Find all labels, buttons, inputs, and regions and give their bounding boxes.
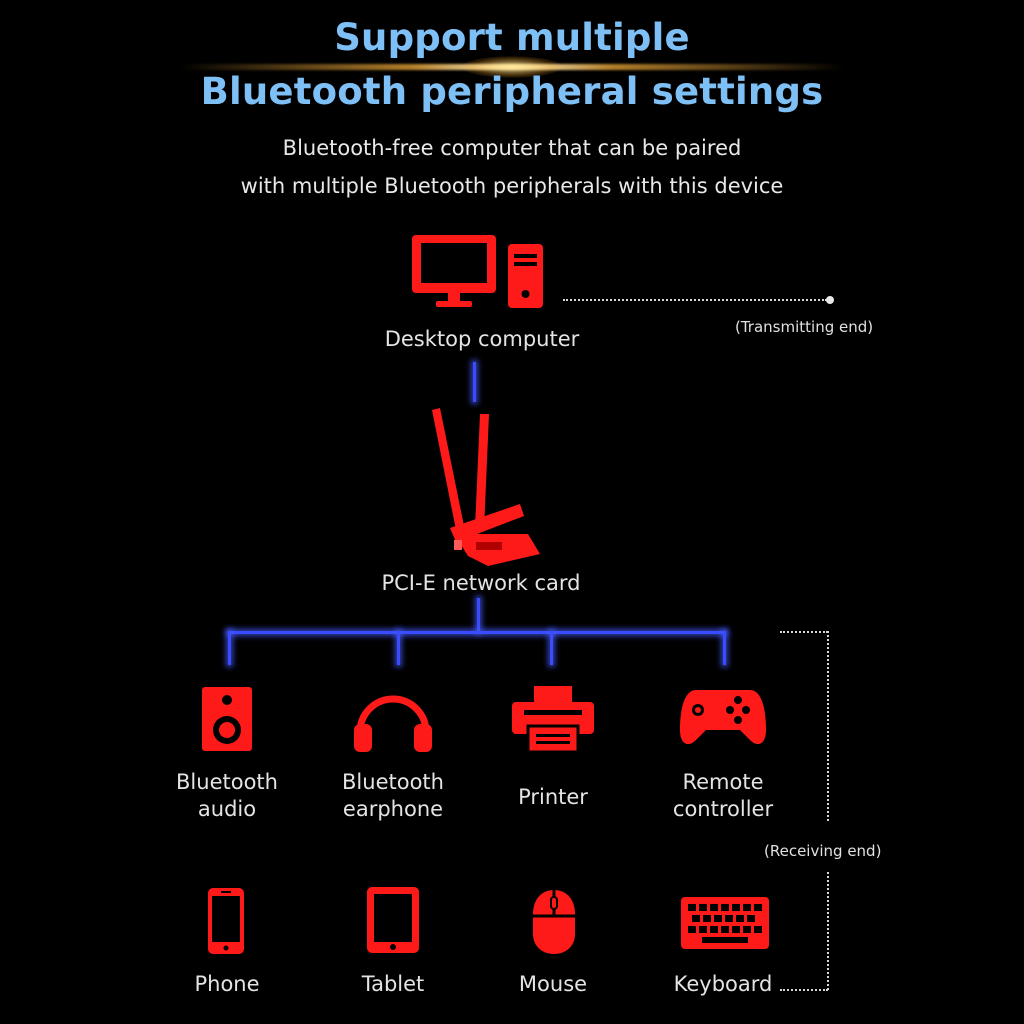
title-glow-core <box>462 56 562 78</box>
tree-drop-3 <box>550 631 553 665</box>
pcie-card-icon <box>432 408 540 566</box>
tree-trunk <box>477 598 480 632</box>
receiver-label-line1: Remote <box>682 770 764 794</box>
receiving-bracket-top <box>780 631 828 633</box>
transmitting-dotted-line <box>563 299 827 301</box>
receiver-label-remote-controller: Remote controller <box>643 769 803 823</box>
subtitle-line1: Bluetooth-free computer that can be pair… <box>282 136 742 160</box>
desktop-computer-icon <box>412 235 543 308</box>
page-title-line1: Support multiple <box>334 16 690 59</box>
receiver-label-line1: Bluetooth <box>342 770 444 794</box>
receiver-label-line2: earphone <box>342 797 444 821</box>
gamepad-icon <box>680 690 766 745</box>
receiving-bracket-lower <box>827 872 829 990</box>
receiver-label-mouse: Mouse <box>518 972 588 996</box>
keyboard-icon <box>681 897 769 949</box>
transmitting-dot <box>826 296 834 304</box>
tree-crossbar <box>228 631 726 634</box>
receiving-bracket-bottom <box>780 989 828 991</box>
tree-drop-2 <box>397 631 400 665</box>
receiving-bracket-upper <box>827 631 829 821</box>
receiver-label-tablet: Tablet <box>361 972 425 996</box>
phone-icon <box>208 888 244 954</box>
receiver-label-line2: controller <box>672 797 774 821</box>
receiver-label-keyboard: Keyboard <box>673 972 773 996</box>
receiver-label-printer: Printer <box>473 784 633 811</box>
tree-drop-4 <box>723 631 726 665</box>
desktop-computer-label: Desktop computer <box>384 327 580 351</box>
printer-icon <box>512 686 594 754</box>
transmitting-end-note: (Transmitting end) <box>735 318 874 336</box>
computer-card-connector <box>473 362 476 402</box>
receiving-end-note: (Receiving end) <box>764 842 882 860</box>
page-title-line2: Bluetooth peripheral settings <box>200 70 824 113</box>
receiver-label-line1: Printer <box>518 785 588 809</box>
receiver-label-line1: Bluetooth <box>176 770 278 794</box>
tree-drop-1 <box>228 631 231 665</box>
headphones-icon <box>354 695 432 752</box>
receiver-label-phone: Phone <box>194 972 260 996</box>
receiver-label-bluetooth-audio: Bluetooth audio <box>147 769 307 823</box>
speaker-icon <box>202 687 252 751</box>
receiver-label-line2: audio <box>197 797 257 821</box>
tablet-icon <box>367 887 419 953</box>
pcie-card-label: PCI-E network card <box>381 571 581 595</box>
subtitle-line2: with multiple Bluetooth peripherals with… <box>240 174 784 198</box>
mouse-icon <box>533 890 575 954</box>
receiver-label-bluetooth-earphone: Bluetooth earphone <box>313 769 473 823</box>
